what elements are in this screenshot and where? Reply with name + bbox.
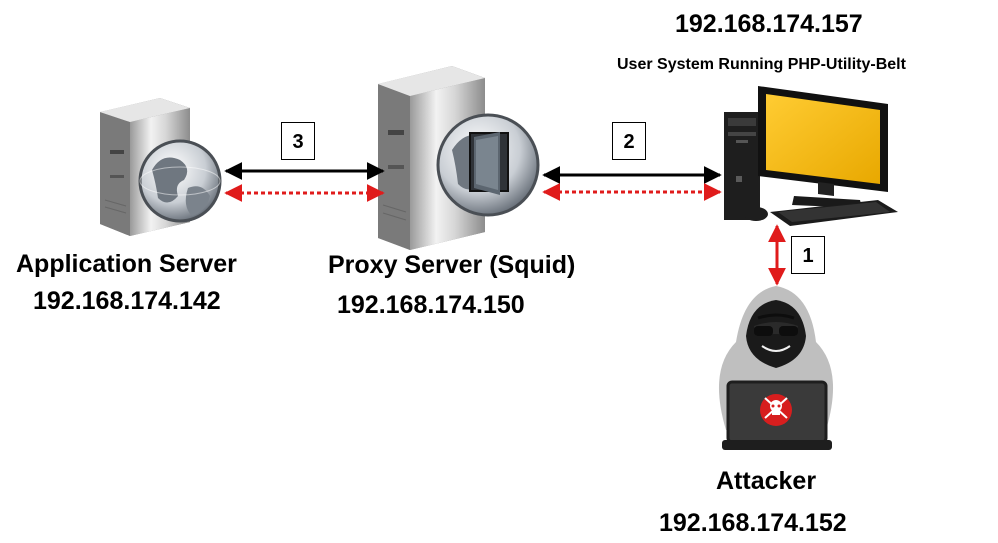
connection-proxy-user bbox=[542, 166, 722, 201]
attacker-ip: 192.168.174.152 bbox=[659, 509, 847, 537]
app-server-ip: 192.168.174.142 bbox=[33, 287, 221, 315]
proxy-server-ip: 192.168.174.150 bbox=[337, 291, 525, 319]
user-system-label: User System Running PHP-Utility-Belt bbox=[617, 56, 906, 73]
user-system-ip: 192.168.174.157 bbox=[675, 10, 863, 38]
app-server-label: Application Server bbox=[16, 250, 237, 278]
proxy-server-label: Proxy Server (Squid) bbox=[328, 251, 576, 279]
attacker-icon bbox=[718, 286, 834, 450]
connection-app-proxy bbox=[224, 162, 385, 202]
user-desktop-icon bbox=[724, 86, 898, 226]
step-2-box: 2 bbox=[612, 122, 646, 160]
step-3-box: 3 bbox=[281, 122, 315, 160]
step-1-box: 1 bbox=[791, 236, 825, 274]
attacker-label: Attacker bbox=[716, 467, 817, 495]
proxy-server-icon bbox=[378, 66, 540, 250]
app-server-icon bbox=[100, 98, 222, 236]
